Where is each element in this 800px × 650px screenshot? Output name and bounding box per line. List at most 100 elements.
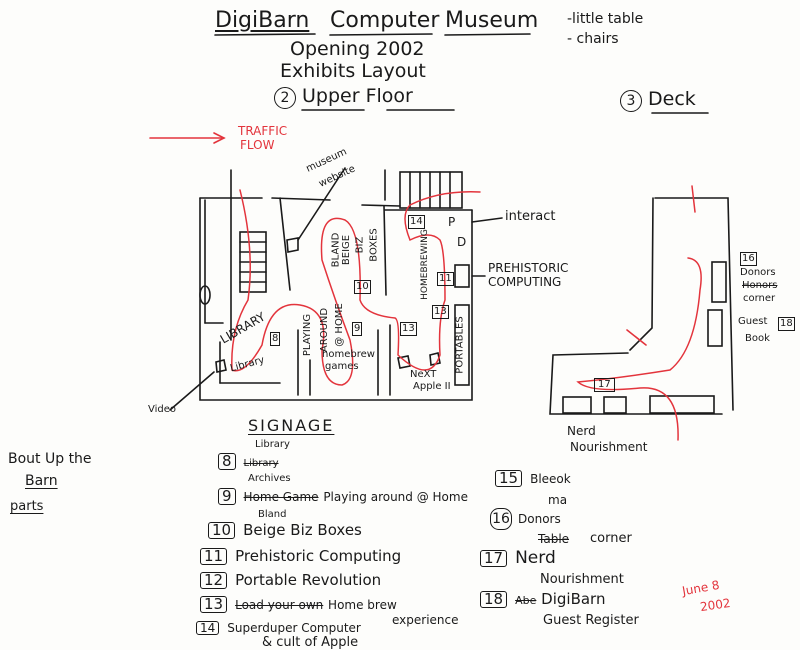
homebrewing-label: HOMEBREWING xyxy=(419,229,430,300)
side-note-2: Barn xyxy=(25,473,58,489)
sign-10-number: 10 xyxy=(208,522,236,539)
sign-9-struck: Home Game xyxy=(243,490,319,504)
sign-16-text-2: corner xyxy=(590,531,632,546)
sign-9: 9 Home Game Playing around @ Home xyxy=(218,488,468,505)
playing-label-2: AROUND xyxy=(319,307,331,353)
title-computer: Computer xyxy=(330,8,440,33)
nourishment-label: Nourishment xyxy=(570,440,648,454)
marker-d: D xyxy=(457,235,467,249)
video-label: Video xyxy=(148,404,177,415)
nerd-label: Nerd xyxy=(567,424,596,438)
sign-9-text: Playing around @ Home xyxy=(323,490,468,504)
sign-18: 18 Abe DigiBarn xyxy=(480,591,605,608)
sign-17-text: Nerd xyxy=(515,548,556,568)
deck-marker-17: 17 xyxy=(594,378,615,392)
sign-15-number: 15 xyxy=(495,470,523,487)
marker-8: 8 xyxy=(270,332,281,346)
sign-14-number: 14 xyxy=(196,621,220,635)
bland-label: BLAND xyxy=(330,232,342,268)
honors-struck: Honors xyxy=(742,280,778,291)
marker-9: 9 xyxy=(352,322,363,336)
boxes-label: BOXES xyxy=(368,228,380,262)
sign-12: 12 Portable Revolution xyxy=(200,572,381,589)
sign-8-struck: Library xyxy=(243,458,279,469)
sign-14-text: Superduper Computer xyxy=(227,621,361,635)
sign-13-text: Home brew xyxy=(328,598,397,612)
guest-label: Guest xyxy=(738,316,768,327)
donors-label: Donors xyxy=(740,267,776,278)
sign-13: 13 Load your own Home brew xyxy=(200,596,397,613)
sign-15: 15 Bleeok xyxy=(495,470,571,487)
sign-12-number: 12 xyxy=(200,572,228,589)
sign-8-number: 8 xyxy=(218,453,236,470)
sign-12-text: Portable Revolution xyxy=(235,571,382,589)
sign-11-number: 11 xyxy=(200,548,228,565)
sign-18-text: DigiBarn xyxy=(541,590,606,608)
signage-title: SIGNAGE xyxy=(248,416,335,435)
biz-label: BIZ xyxy=(354,236,366,254)
sign-8-above: Library xyxy=(255,439,290,450)
marker-p: P xyxy=(448,215,456,229)
homebrew-games-label: homebrew xyxy=(322,349,375,360)
sign-14-text-2: & cult of Apple xyxy=(262,635,359,650)
sign-10-text: Beige Biz Boxes xyxy=(243,521,362,539)
traffic-flow-label: TRAFFIC xyxy=(238,124,288,138)
sign-15-text: Bleeok xyxy=(530,472,571,486)
playing-label-3: @ HOME xyxy=(333,303,345,347)
sign-8-text: Archives xyxy=(248,473,291,484)
title-museum: Museum xyxy=(445,8,539,33)
sign-16-struck: Table xyxy=(538,532,570,546)
deck-marker-16: 16 xyxy=(740,252,757,266)
sign-17-number: 17 xyxy=(480,550,508,567)
deck-traffic-flow xyxy=(576,185,702,441)
deck-heading: 3 Deck xyxy=(620,90,696,112)
sign-15-text-2: ma xyxy=(548,493,568,507)
subtitle-layout: Exhibits Layout xyxy=(280,60,426,82)
sign-11-text: Prehistoric Computing xyxy=(235,547,402,565)
sign-17: 17 Nerd xyxy=(480,550,556,567)
next-label: NeXT xyxy=(410,369,437,380)
deck-label: Deck xyxy=(648,88,696,110)
sign-13-text-2: experience xyxy=(392,613,459,627)
playing-label: PLAYING xyxy=(302,313,314,357)
note-little-table: -little table xyxy=(567,11,644,27)
sign-13-number: 13 xyxy=(200,596,228,613)
title-digibarn: DigiBarn xyxy=(215,8,310,33)
sign-16-text: Donors xyxy=(518,512,561,526)
floor-label: Upper Floor xyxy=(302,85,413,107)
sign-9-number: 9 xyxy=(218,488,236,505)
beige-label: BEIGE xyxy=(341,234,353,266)
deck-marker-18: 18 xyxy=(778,317,795,331)
prehistoric-label: PREHISTORIC xyxy=(488,261,569,275)
subtitle-opening: Opening 2002 xyxy=(290,38,425,60)
corner-label: corner xyxy=(743,293,776,304)
side-note-1: Bout Up the xyxy=(8,451,92,467)
sign-11: 11 Prehistoric Computing xyxy=(200,548,401,565)
note-chairs: - chairs xyxy=(567,31,619,47)
book-label: Book xyxy=(745,333,770,344)
traffic-flow-path xyxy=(231,189,481,386)
deck-number: 3 xyxy=(620,90,642,112)
sign-8: 8 Library xyxy=(218,453,279,470)
marker-13a: 13 xyxy=(400,322,417,336)
apple-label: Apple II xyxy=(413,381,451,392)
sign-18-text-2: Guest Register xyxy=(543,613,639,628)
traffic-flow-label-2: FLOW xyxy=(240,138,275,152)
prehistoric-label-2: COMPUTING xyxy=(488,275,562,289)
sign-10: 10 Beige Biz Boxes xyxy=(208,522,362,539)
marker-13b: 13 xyxy=(432,305,449,319)
sign-14: 14 Superduper Computer xyxy=(196,620,361,635)
homebrew-games-label-2: games xyxy=(325,361,359,372)
upper-floor-outline xyxy=(169,167,503,411)
portables-label: PORTABLES xyxy=(454,316,466,374)
sign-18-number: 18 xyxy=(480,591,508,608)
sign-13-struck: Load your own xyxy=(235,598,324,612)
sign-18-struck: Abe xyxy=(515,594,537,607)
deck-outline xyxy=(549,197,734,415)
sign-17-text-2: Nourishment xyxy=(540,572,624,587)
side-note-3: parts xyxy=(10,499,44,514)
marker-11: 11 xyxy=(437,272,454,286)
